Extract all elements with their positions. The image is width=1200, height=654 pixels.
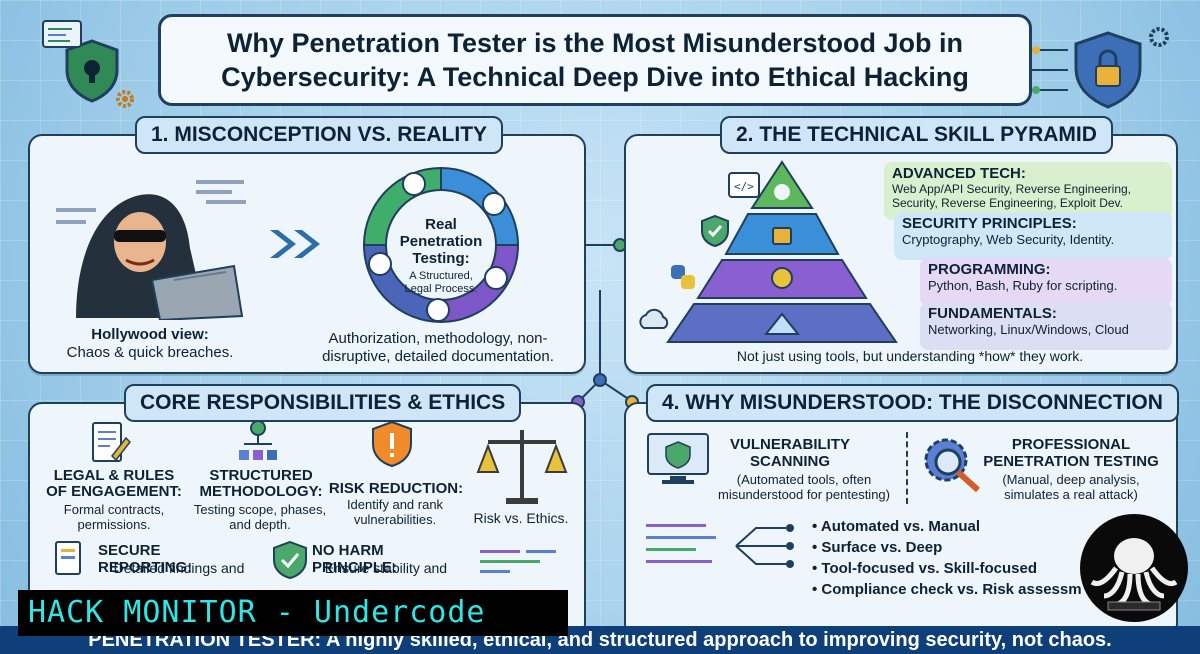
method-desc: Testing scope, phases, and depth.	[193, 502, 327, 532]
node-network-icon	[1030, 46, 1068, 94]
tier-programming: PROGRAMMING: Python, Bash, Ruby for scri…	[920, 258, 1172, 306]
risk-title: RISK REDUCTION:	[328, 480, 464, 497]
risk-desc: Identify and rank vulnerabilities.	[346, 497, 444, 527]
hierarchy-icon	[239, 420, 277, 460]
report-desc: Detailed findings and	[113, 560, 245, 576]
report-icon	[55, 541, 81, 575]
cycle-subtitle: A Structured, Legal Process.	[404, 270, 478, 295]
section4-divider	[906, 432, 908, 504]
tier-advanced: ADVANCED TECH: Web App/API Security, Rev…	[884, 162, 1172, 220]
code-window-icon	[42, 20, 82, 48]
gear-magnifier-icon	[924, 438, 981, 493]
harm-desc: Ensure stability and	[324, 560, 448, 576]
tier-fundamentals-desc: Networking, Linux/Windows, Cloud	[928, 322, 1129, 337]
double-chevron-icon	[270, 230, 320, 258]
document-pen-icon	[92, 422, 131, 462]
python-icon	[671, 265, 695, 289]
tier-fundamentals-name: FUNDAMENTALS:	[928, 305, 1057, 322]
harm-title: NO HARM PRINCIPLE:	[312, 542, 398, 576]
tier-security-name: SECURITY PRINCIPLES:	[902, 215, 1077, 232]
skill-pyramid	[666, 160, 898, 343]
legal-desc: Formal contracts, permissions.	[63, 502, 165, 532]
hollywood-title: Hollywood view:	[91, 326, 209, 343]
code-lines-decor	[480, 550, 556, 573]
comparison-list: Automated vs. Manual Surface vs. Deep To…	[812, 516, 1082, 600]
tier-advanced-desc: Web App/API Security, Reverse Engineerin…	[892, 182, 1132, 210]
pro-desc: (Manual, deep analysis, simulates a real…	[1002, 472, 1140, 502]
reality-desc: Authorization, methodology, non-disrupti…	[322, 330, 554, 365]
legal-title: LEGAL & RULES OF ENGAGEMENT:	[46, 467, 182, 500]
section3-heading: CORE RESPONSIBILITIES & ETHICS	[124, 384, 522, 422]
hollywood-desc: Chaos & quick breaches.	[66, 344, 234, 361]
tier-security: SECURITY PRINCIPLES: Cryptography, Web S…	[894, 212, 1172, 260]
monitor-scan-icon	[647, 433, 709, 484]
tier-programming-name: PROGRAMMING:	[928, 261, 1051, 278]
code-icon: </>	[728, 172, 760, 198]
pro-title: PROFESSIONAL PENETRATION TESTING	[983, 436, 1159, 470]
check-shield-icon-small	[273, 540, 307, 580]
section4-heading: 4. WHY MISUNDERSTOOD: THE DISCONNECTION	[646, 384, 1179, 422]
page-title: Why Penetration Tester is the Most Misun…	[158, 14, 1032, 106]
cycle-title: Real Penetration Testing:	[399, 216, 483, 267]
list-item: Compliance check vs. Risk assessm	[812, 579, 1081, 600]
report-title: SECURE REPORTING:	[98, 542, 193, 576]
shield-padlock-icon	[1074, 31, 1142, 109]
ethics-label: Risk vs. Ethics.	[473, 510, 569, 526]
gear-icon	[116, 90, 134, 108]
method-title: STRUCTURED METHODOLOGY:	[199, 467, 323, 500]
tier-fundamentals: FUNDAMENTALS: Networking, Linux/Windows,…	[920, 302, 1172, 350]
section2-heading: 2. THE TECHNICAL SKILL PYRAMID	[720, 116, 1113, 154]
section1-heading: 1. MISCONCEPTION VS. REALITY	[135, 116, 504, 154]
tier-advanced-name: ADVANCED TECH:	[892, 165, 1026, 182]
tier-programming-desc: Python, Bash, Ruby for scripting.	[928, 278, 1118, 293]
check-shield-icon	[701, 214, 729, 248]
warning-shield-icon	[372, 420, 412, 468]
shield-lock-icon	[65, 39, 119, 103]
hooded-hacker-illustration	[56, 180, 246, 320]
svg-text:</>: </>	[734, 180, 754, 193]
vuln-desc: (Automated tools, often misunderstood fo…	[718, 472, 890, 502]
pyramid-note: Not just using tools, but understanding …	[736, 348, 1084, 364]
process-cycle-diagram	[362, 166, 520, 324]
scales-icon	[476, 430, 568, 504]
octopus-logo	[1080, 514, 1188, 622]
list-item: Tool-focused vs. Skill-focused	[812, 558, 1082, 579]
cloud-icon	[639, 308, 669, 329]
gear-icon-right	[1149, 27, 1169, 47]
list-item: Automated vs. Manual	[812, 516, 1082, 537]
vuln-title: VULNERABILITY SCANNING	[730, 436, 850, 470]
tier-security-desc: Cryptography, Web Security, Identity.	[902, 232, 1115, 247]
connection-arrows	[646, 524, 794, 568]
brand-banner: HACK MONITOR - Undercode	[18, 590, 568, 636]
list-item: Surface vs. Deep	[812, 537, 1082, 558]
